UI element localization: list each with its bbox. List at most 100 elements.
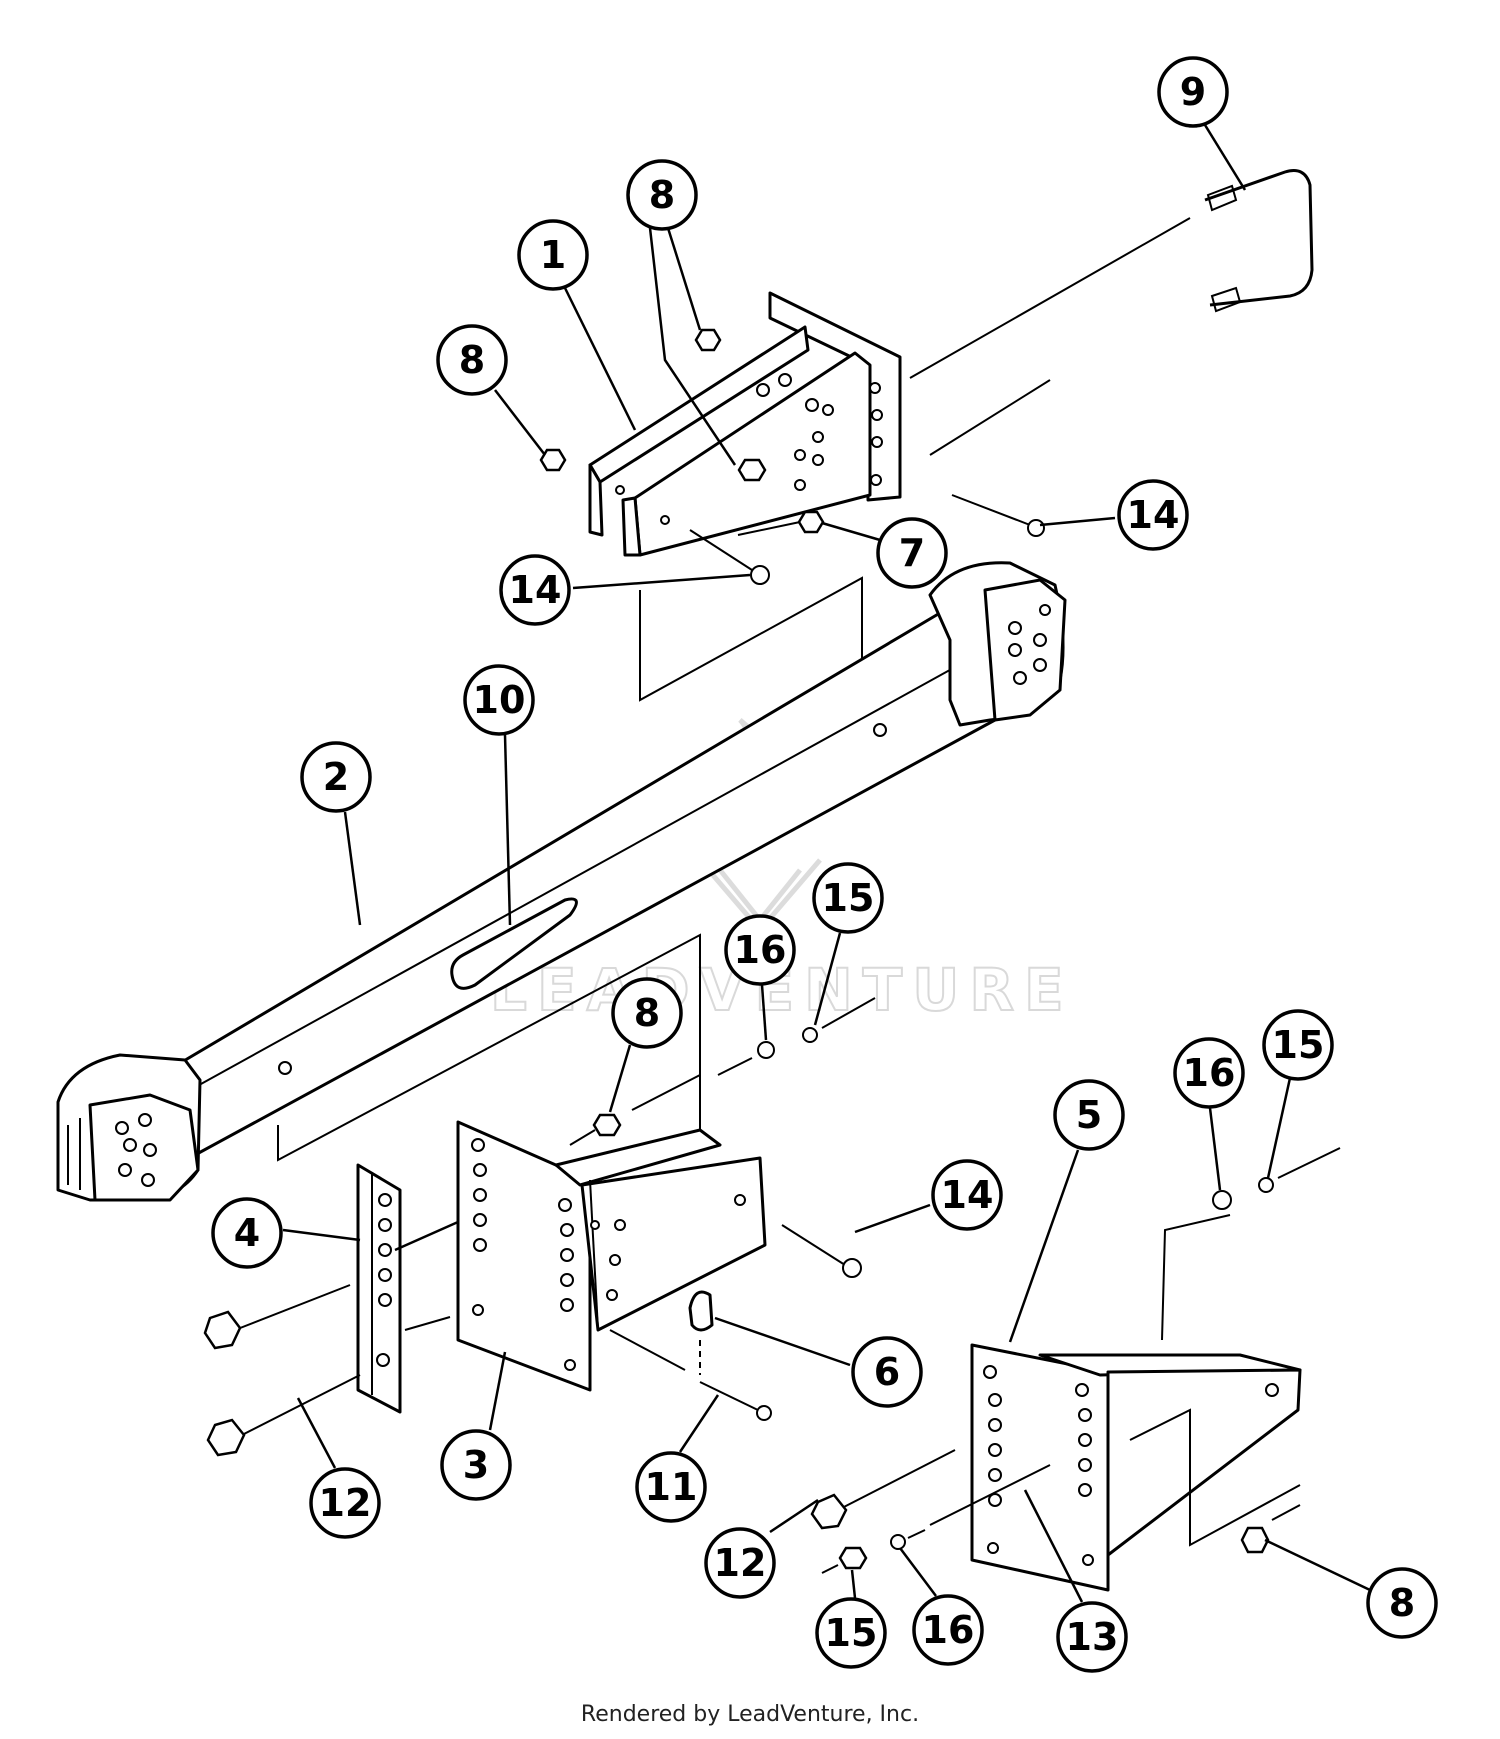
callout-circle	[440, 1429, 512, 1501]
callout-circle	[1173, 1037, 1245, 1109]
callout-7: 7	[876, 517, 948, 589]
callout-label: 7	[899, 531, 925, 575]
nut-axis-line-g	[1271, 1504, 1301, 1521]
hex-nut-left	[539, 448, 567, 472]
callout-circle	[436, 324, 508, 396]
lower-bracket-leader	[1129, 1408, 1301, 1547]
callout-label: 8	[459, 338, 485, 382]
callout-circle	[1366, 1567, 1438, 1639]
callout-label: 12	[714, 1541, 767, 1585]
callout-4: 4	[211, 1197, 283, 1269]
callout-circle	[463, 664, 535, 736]
callout-label: 16	[1183, 1051, 1236, 1095]
callout-circle	[1117, 479, 1189, 551]
callout-circle	[912, 1594, 984, 1666]
callout-label: 15	[825, 1611, 878, 1655]
hitch-pin	[699, 1381, 772, 1421]
side-plate	[356, 1163, 402, 1414]
hex-nut-middle	[592, 1113, 622, 1137]
hex-nut-center	[737, 458, 767, 482]
callout-label: 16	[734, 928, 787, 972]
callout-2: 2	[300, 741, 372, 813]
callout-9: 9	[1157, 56, 1229, 128]
callout-label: 12	[319, 1481, 372, 1525]
exploded-parts-diagram: LEADVENTURE	[56, 56, 1438, 1673]
callout-1: 1	[517, 219, 589, 291]
upper-bracket	[588, 291, 902, 557]
callout-label: 14	[1127, 493, 1180, 537]
callout-label: 4	[234, 1211, 260, 1255]
bolt-12-lower-right	[810, 1449, 956, 1530]
bolt-12-lower	[206, 1374, 361, 1457]
callout-circle	[851, 1336, 923, 1408]
assembly-leader-lower	[277, 933, 701, 1162]
hitch-bracket	[456, 1120, 767, 1392]
callout-circle	[815, 1597, 887, 1669]
callout-14: 14	[931, 1159, 1003, 1231]
hex-nut-7	[797, 510, 825, 534]
nut-15-upper	[802, 1027, 818, 1043]
bolt-12-upper	[203, 1284, 351, 1350]
callout-circle	[499, 554, 571, 626]
callout-circle	[876, 517, 948, 589]
washer-axis-line	[717, 1057, 753, 1076]
callout-12: 12	[704, 1527, 776, 1599]
callout-circle	[724, 914, 796, 986]
callout-6: 6	[851, 1336, 923, 1408]
callout-8: 8	[626, 159, 698, 231]
callout-15: 15	[815, 1597, 887, 1669]
nut-axis-line-e	[821, 1564, 839, 1574]
callout-label: 11	[645, 1465, 698, 1509]
callout-label: 9	[1180, 70, 1206, 114]
callout-14: 14	[499, 554, 571, 626]
callout-label: 5	[1076, 1093, 1102, 1137]
callout-circle	[211, 1197, 283, 1269]
callout-circle	[812, 862, 884, 934]
nut-axis-line-c	[821, 997, 876, 1029]
callout-5: 5	[1053, 1079, 1125, 1151]
callout-15: 15	[1262, 1009, 1334, 1081]
callout-circle	[300, 741, 372, 813]
callout-circle	[611, 977, 683, 1049]
callout-14: 14	[1117, 479, 1189, 551]
callout-11: 11	[635, 1451, 707, 1523]
lower-hitch-bracket	[970, 1343, 1302, 1592]
hex-nut-top	[694, 328, 722, 352]
bolt-14-lower	[781, 1224, 862, 1278]
carriage-bolt-13	[929, 1464, 1051, 1526]
pin-axis-line	[609, 1329, 686, 1371]
callout-label: 15	[1272, 1023, 1325, 1067]
callout-3: 3	[440, 1429, 512, 1501]
assembly-leader-upper	[639, 576, 863, 702]
callout-circle	[309, 1467, 381, 1539]
callout-circle	[635, 1451, 707, 1523]
nut-axis-line-d	[1277, 1147, 1341, 1179]
hitch-pin-clip	[688, 1290, 714, 1332]
slot-opening	[450, 897, 578, 990]
callout-label: 3	[463, 1443, 489, 1487]
bolt-14-right	[951, 494, 1045, 537]
footer-credit: Rendered by LeadVenture, Inc.	[580, 1702, 920, 1727]
nut-15-right	[1258, 1177, 1274, 1193]
callout-label: 8	[634, 991, 660, 1035]
callout-label: 8	[1389, 1581, 1415, 1625]
nut-axis-line-f	[907, 1529, 926, 1539]
nut-axis-line-a	[569, 1129, 596, 1146]
callout-10: 10	[463, 664, 535, 736]
callout-15: 15	[812, 862, 884, 934]
callout-label: 14	[941, 1173, 994, 1217]
callout-label: 1	[540, 233, 566, 277]
callout-circle	[931, 1159, 1003, 1231]
callout-label: 6	[874, 1350, 900, 1394]
callout-circle	[1157, 56, 1229, 128]
callout-label: 10	[473, 678, 526, 722]
callout-8: 8	[436, 324, 508, 396]
callout-13: 13	[1056, 1601, 1128, 1673]
hex-nut-lower-right	[1240, 1526, 1270, 1554]
bolt-axis-line	[737, 521, 801, 536]
callout-8: 8	[1366, 1567, 1438, 1639]
callout-12: 12	[309, 1467, 381, 1539]
callout-16: 16	[912, 1594, 984, 1666]
callout-16: 16	[724, 914, 796, 986]
callout-16: 16	[1173, 1037, 1245, 1109]
